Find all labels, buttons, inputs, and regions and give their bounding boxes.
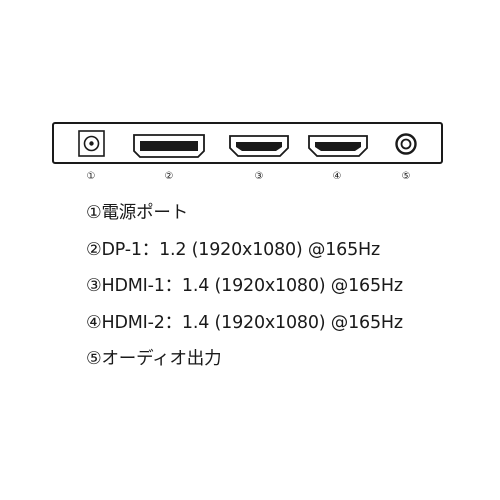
audio-jack-icon	[395, 133, 417, 155]
callout-2: ②	[164, 171, 174, 182]
legend-item: ①電源ポート	[86, 203, 188, 223]
hdmi-port-icon	[308, 135, 368, 157]
legend-item: ⑤オーディオ出力	[86, 349, 222, 369]
callout-5: ⑤	[401, 171, 411, 182]
legend-item: ③HDMI-1：1.4 (1920x1080) @165Hz	[86, 276, 403, 296]
callout-4: ④	[332, 171, 342, 182]
rear-io-panel	[52, 122, 443, 164]
callout-3: ③	[254, 171, 264, 182]
displayport-icon	[133, 134, 205, 158]
port-legend: ①電源ポート ②DP-1：1.2 (1920x1080) @165Hz ③HDM…	[86, 203, 403, 386]
legend-item: ④HDMI-2：1.4 (1920x1080) @165Hz	[86, 312, 403, 333]
legend-item: ②DP-1：1.2 (1920x1080) @165Hz	[86, 239, 380, 260]
dc-power-jack-icon	[78, 130, 105, 157]
callout-1: ①	[86, 171, 96, 182]
hdmi-port-icon	[229, 135, 289, 157]
